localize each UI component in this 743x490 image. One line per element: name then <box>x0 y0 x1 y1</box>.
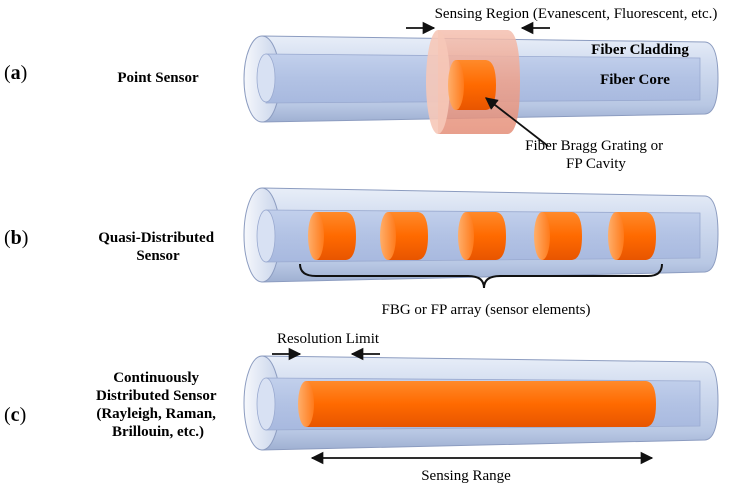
panel-b: (b) Quasi-Distributed Sensor FBG or FP a… <box>4 187 719 318</box>
panel-a: (a) Point Sensor Sensing Region (Evanesc… <box>4 6 719 172</box>
array-brace <box>299 263 663 289</box>
panel-letter-a: (a) <box>4 62 27 84</box>
fiber-core-label: Fiber Core <box>600 72 670 88</box>
continuous-sensor-element <box>298 381 656 427</box>
sensing-region-label: Sensing Region (Evanescent, Fluorescent,… <box>435 6 718 22</box>
sensor-element-array <box>308 212 656 260</box>
grating-pointer-arrow <box>485 97 549 147</box>
sensor-element <box>380 212 428 260</box>
resolution-limit-label: Resolution Limit <box>277 331 380 347</box>
fiber-cladding-label: Fiber Cladding <box>591 42 689 58</box>
panel-title-a: Point Sensor <box>117 70 199 86</box>
sensor-element <box>308 212 356 260</box>
sensor-element <box>534 212 582 260</box>
array-label: FBG or FP array (sensor elements) <box>382 302 591 318</box>
sensor-element <box>608 212 656 260</box>
panel-letter-c: (c) <box>4 404 26 426</box>
panel-c: (c) Continuously Distributed Sensor (Ray… <box>4 331 719 484</box>
panel-title-b: Quasi-Distributed Sensor <box>98 230 218 264</box>
grating-label: Fiber Bragg Grating or FP Cavity <box>525 138 667 172</box>
sensing-range-label: Sensing Range <box>421 468 511 484</box>
sensor-element <box>458 212 506 260</box>
fbg-element-a <box>448 60 496 110</box>
panel-title-c: Continuously Distributed Sensor (Rayleig… <box>96 370 220 440</box>
panel-letter-b: (b) <box>4 227 28 249</box>
